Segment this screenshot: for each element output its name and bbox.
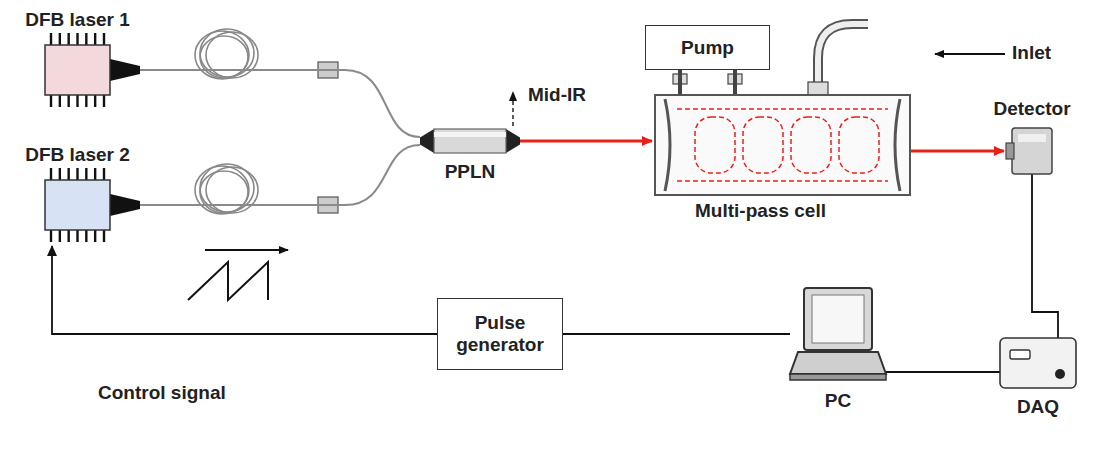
annotation-label: Inlet	[1012, 42, 1051, 64]
beam-arrow	[910, 150, 1004, 153]
det-part: Detector	[1012, 128, 1052, 174]
daq-part: DAQ	[1000, 338, 1076, 388]
daq-shape	[1000, 338, 1076, 388]
ppln-shape	[420, 129, 520, 153]
connector-line	[680, 70, 735, 95]
part-label: PPLN	[445, 161, 496, 183]
connector-line	[52, 246, 437, 334]
connector-line	[140, 145, 420, 205]
chip-part: DFB laser 1	[45, 45, 110, 95]
pc-shape	[790, 288, 886, 380]
pipe-fitting	[808, 82, 828, 95]
annotation-label: Control signal	[98, 382, 226, 404]
mid-ir-arrow	[512, 92, 514, 126]
process-box: Pulse generator	[437, 298, 563, 370]
fiber-coil	[195, 29, 258, 79]
ppln-part: PPLN	[420, 129, 520, 153]
connector-line	[563, 333, 790, 335]
part-label: DFB laser 1	[25, 9, 130, 31]
part-label: Detector	[993, 98, 1070, 120]
part-label: PC	[825, 390, 851, 412]
part-label: DFB laser 2	[25, 144, 130, 166]
chip-part: DFB laser 2	[45, 180, 110, 230]
box-label: Pulse generator	[448, 312, 552, 356]
cell-part: Multi-pass cell	[655, 95, 910, 195]
connector-line	[886, 371, 1000, 373]
chip-shape	[45, 45, 110, 95]
connector-line	[140, 70, 420, 137]
fiber-coil	[195, 164, 258, 214]
process-box: Pump	[645, 25, 770, 70]
connector-line	[1032, 174, 1058, 338]
inlet-arrow	[935, 53, 1005, 55]
det-shape	[1012, 128, 1052, 174]
part-label: Multi-pass cell	[695, 200, 826, 222]
part-label: DAQ	[1017, 396, 1059, 418]
beam-arrow	[520, 140, 652, 143]
sweep-arrow	[205, 249, 288, 251]
pc-part: PC	[790, 288, 886, 380]
annotation-label: Mid-IR	[528, 84, 586, 106]
chip-shape	[45, 180, 110, 230]
cell-shape	[655, 95, 910, 195]
sawtooth-symbol	[188, 262, 268, 300]
box-label: Pump	[681, 37, 734, 59]
